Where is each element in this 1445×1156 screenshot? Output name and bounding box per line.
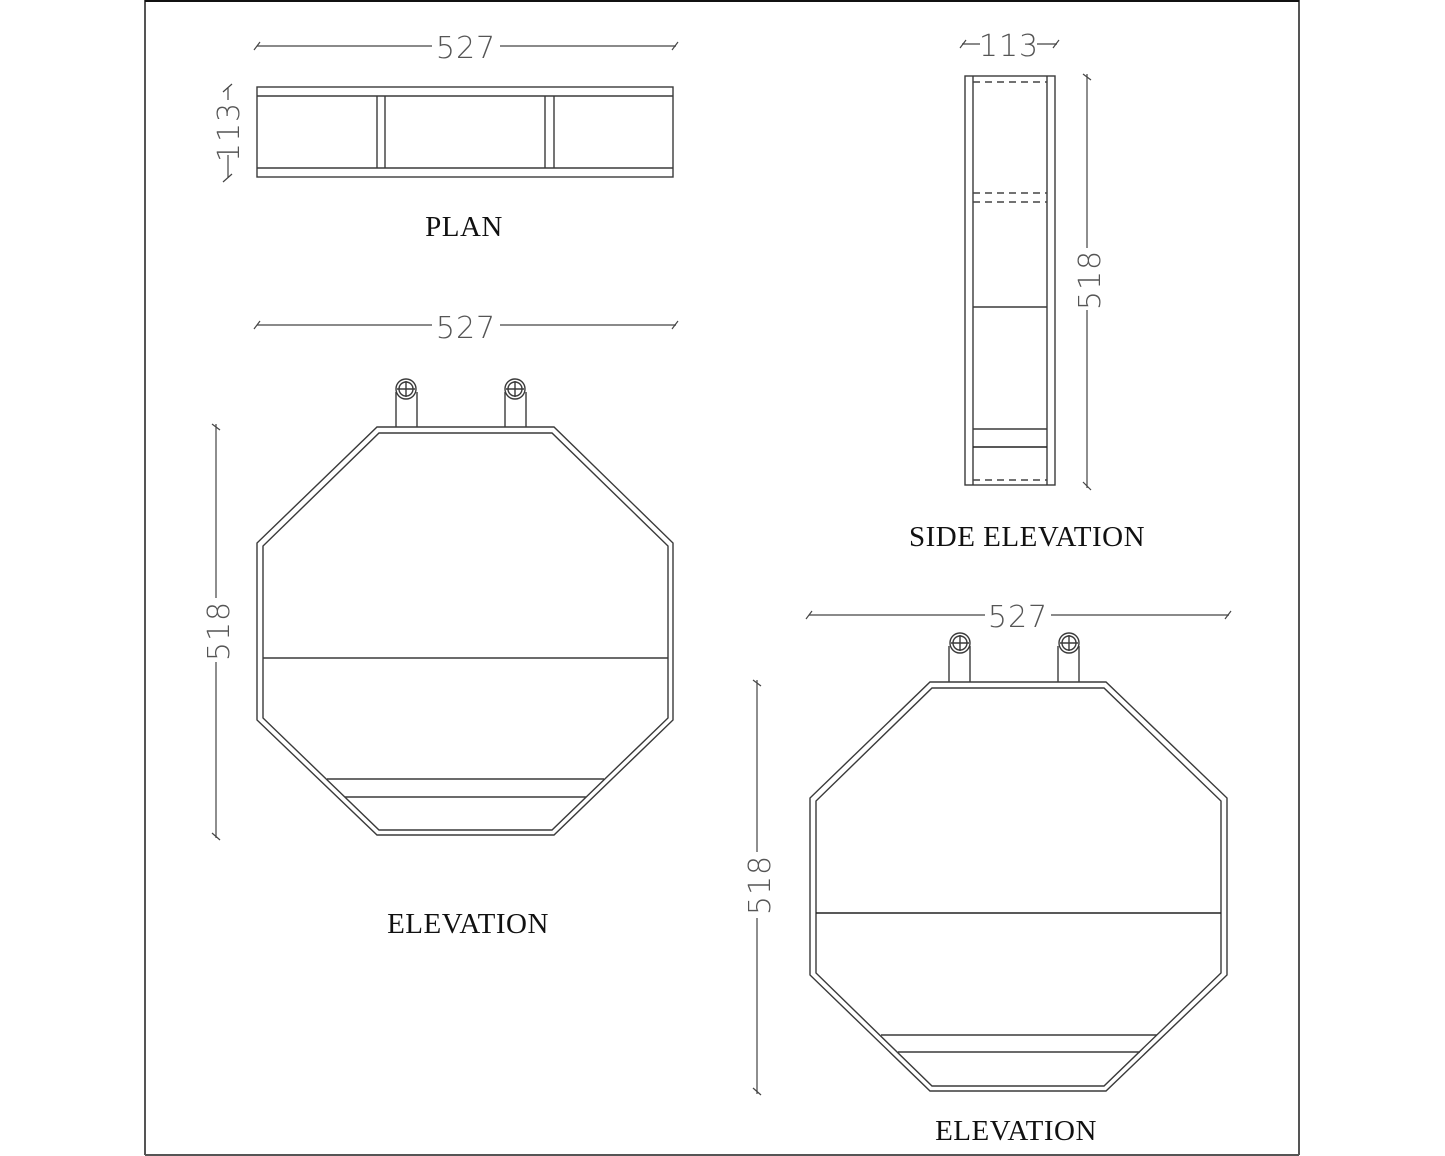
elevation-2-octagon-frame: [809, 681, 1228, 1092]
hook-icon: [504, 378, 527, 427]
elevation-1-width-dimension: 527: [253, 311, 679, 346]
elevation-1-octagon-frame: [256, 426, 674, 836]
drawing-frame: [144, 0, 1300, 1156]
elevation-2-height-dimension: 518: [743, 679, 778, 1096]
side-height-label: 518: [1073, 250, 1108, 310]
hook-icon: [1057, 632, 1080, 682]
plan-shelf-outline: [256, 86, 674, 178]
plan-view: 527 113 PLAN: [212, 31, 679, 243]
elevation-1-view: 527 518: [202, 311, 679, 940]
side-shelf-outline: [964, 75, 1056, 486]
elevation-2-width-dimension: 527: [805, 600, 1232, 635]
hook-icon: [395, 378, 418, 427]
plan-depth-label: 113: [212, 102, 247, 162]
elevation-1-hooks: [395, 378, 527, 427]
side-elevation-title: SIDE ELEVATION: [909, 521, 1145, 553]
side-height-dimension: 518: [1073, 73, 1108, 491]
elevation-1-width-label: 527: [436, 311, 496, 346]
elevation-1-title: ELEVATION: [387, 908, 549, 940]
plan-depth-dimension: 113: [212, 83, 247, 183]
elevation-2-width-label: 527: [988, 600, 1048, 635]
side-width-label: 113: [979, 29, 1039, 64]
elevation-1-height-dimension: 518: [202, 423, 237, 841]
hook-icon: [948, 632, 971, 682]
elevation-2-height-label: 518: [743, 855, 778, 915]
side-width-dimension: 113: [959, 29, 1060, 64]
plan-width-label: 527: [436, 31, 496, 66]
side-elevation-view: 113 518 SIDE ELEVATION: [909, 29, 1145, 553]
elevation-2-view: 527 518: [743, 600, 1232, 1147]
elevation-1-height-label: 518: [202, 601, 237, 661]
plan-title: PLAN: [425, 211, 503, 243]
elevation-2-hooks: [948, 632, 1080, 682]
plan-width-dimension: 527: [253, 31, 679, 66]
elevation-2-title: ELEVATION: [935, 1115, 1097, 1147]
